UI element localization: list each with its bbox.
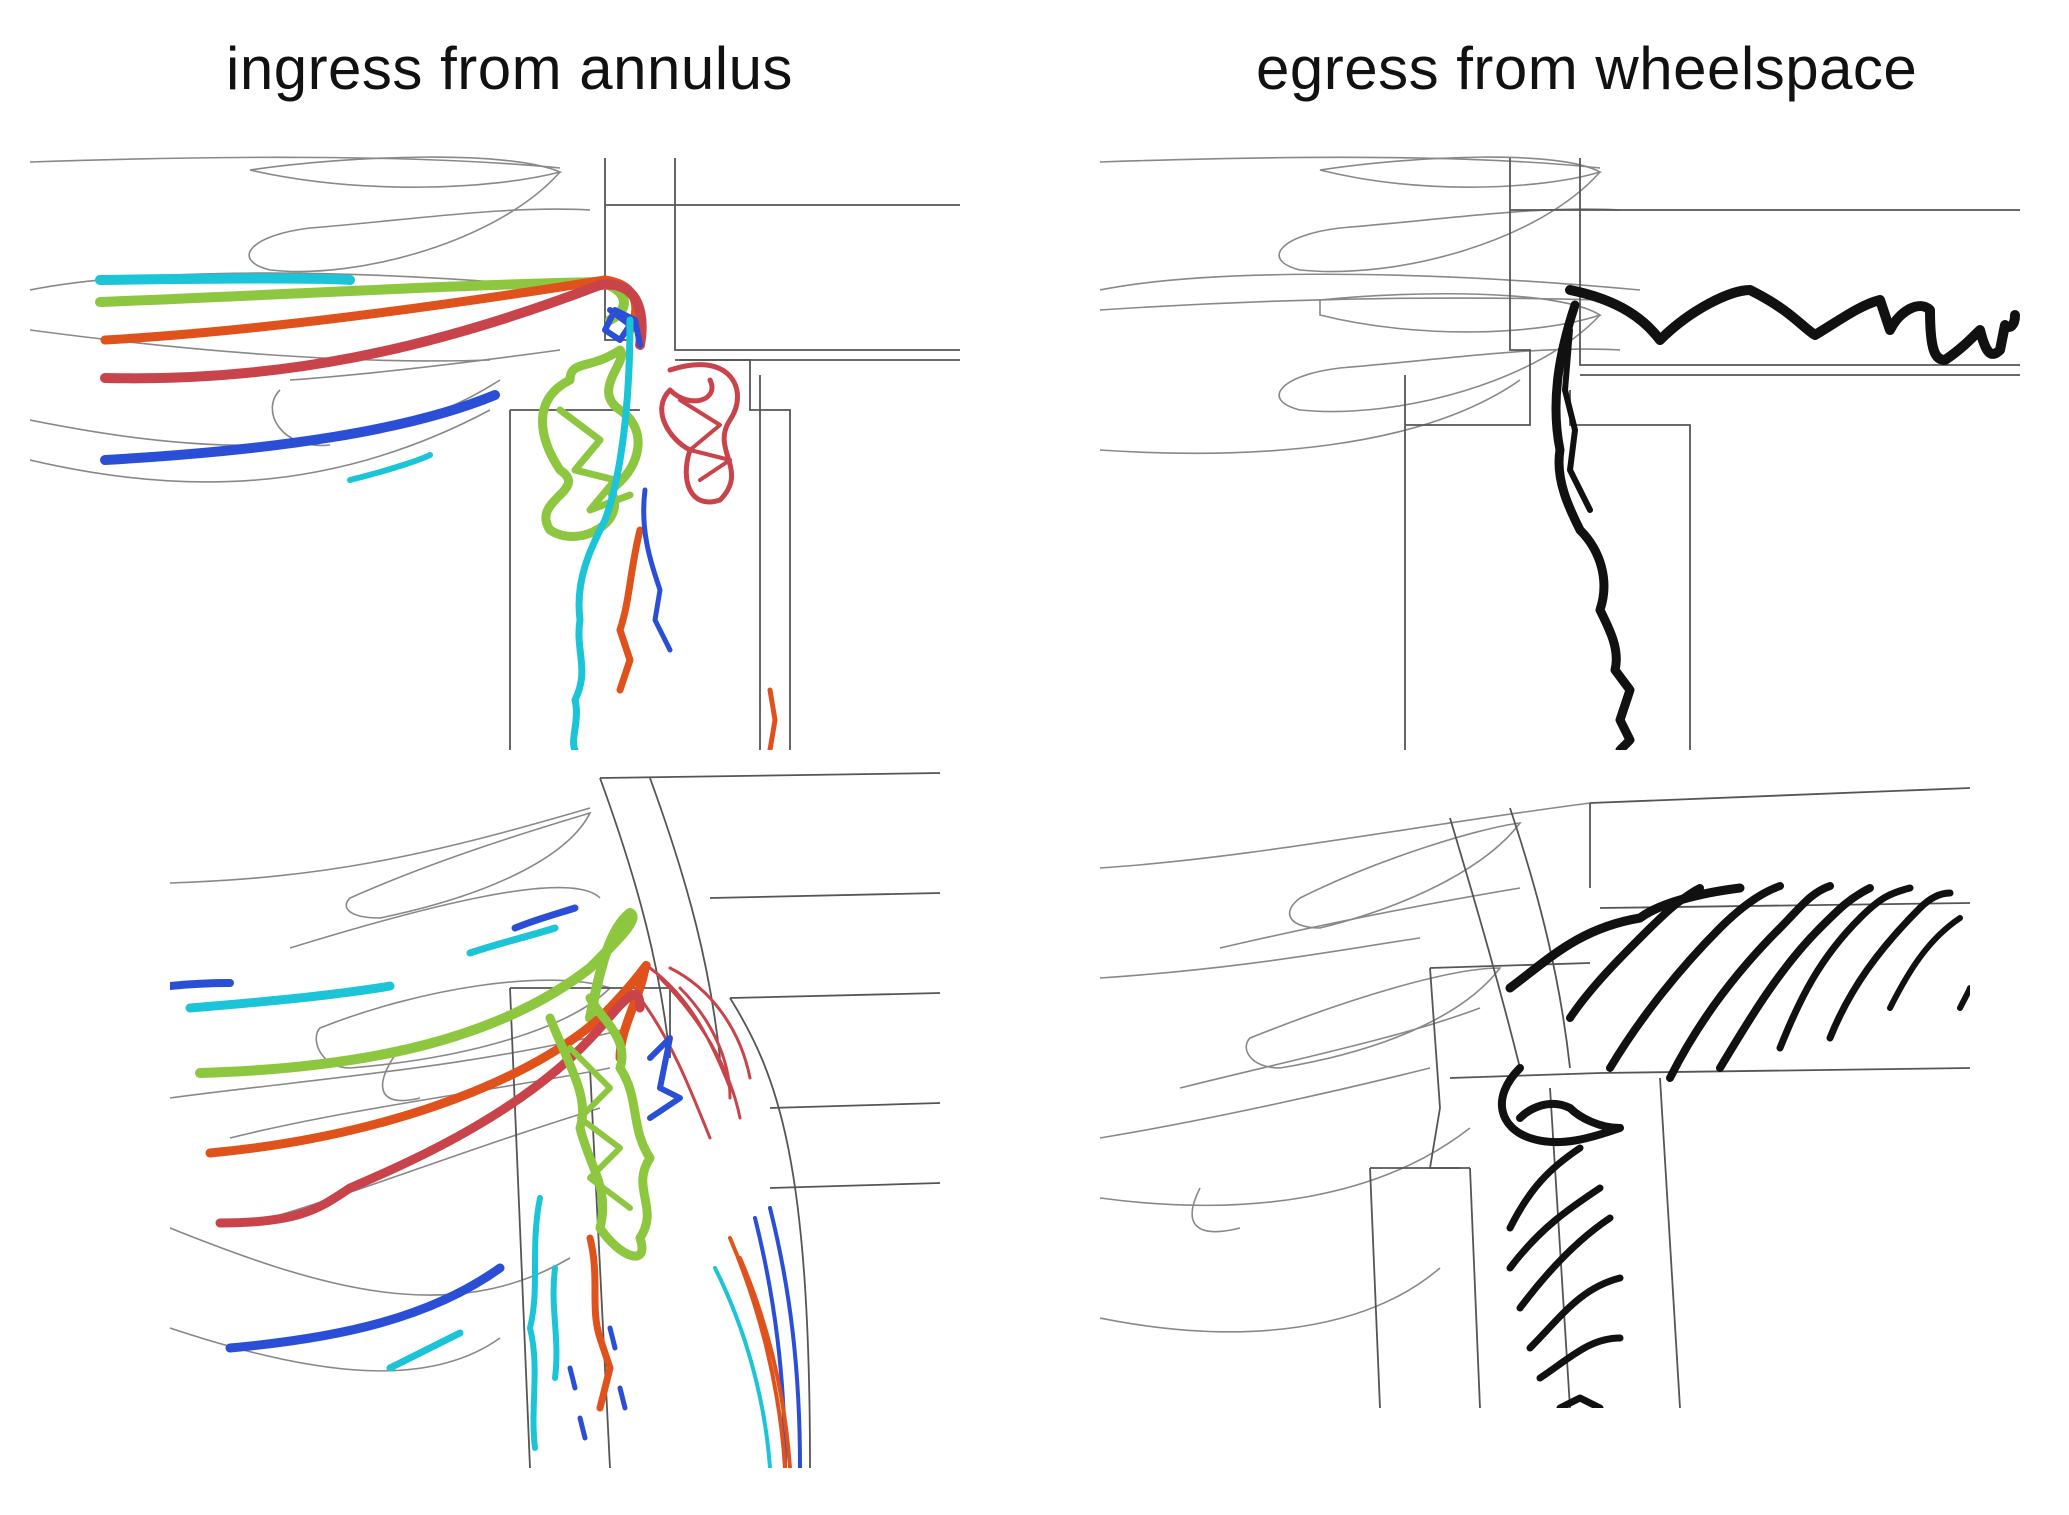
cyan-streamline-upper [185, 981, 395, 1013]
red-tangle-inner [678, 398, 732, 482]
ingress-streamlines [95, 273, 778, 750]
cyan-streamline-short [347, 452, 433, 483]
green-tangle-inner [556, 406, 634, 514]
orange-right-fan [728, 1236, 792, 1468]
ingress-streamlines [170, 904, 802, 1468]
cyan-streamline-lower [386, 1329, 464, 1372]
green-tangle-inner [567, 1045, 633, 1211]
egress-streamlines [1498, 882, 1970, 1408]
column-title-egress: egress from wheelspace [1256, 35, 1918, 102]
red-fan-traces [638, 966, 752, 1140]
cyan-descending-trace [570, 316, 634, 750]
blue-right-fan [753, 1206, 802, 1468]
red-tangle-cavity [659, 362, 740, 505]
cyan-streamline-tip [466, 924, 559, 957]
red-streamline [215, 989, 645, 1228]
black-loop-trace [1498, 1064, 1624, 1147]
cyan-right-fan [713, 1266, 772, 1468]
green-streamline [95, 277, 629, 325]
black-swirl-trace-2 [1566, 884, 1704, 1022]
disc-cavity-geometry [509, 158, 960, 750]
disc-cavity-geometry [1369, 787, 1970, 1408]
panel-ingress-3d-view [170, 772, 940, 1468]
black-wavy-trace-upper [1565, 285, 2020, 365]
black-swirl-trace-7 [1826, 889, 1954, 1042]
panel-egress-3d-view [1100, 787, 1970, 1408]
blue-streamline-tip [511, 904, 579, 932]
black-swirl-trace-4 [1666, 882, 1834, 1082]
panel-egress-2d-view [1100, 156, 2020, 750]
green-tangle-cavity [545, 993, 655, 1261]
black-swirl-trace-1 [1505, 883, 1745, 993]
black-swirl-trace-3 [1606, 882, 1784, 1072]
cyan-streamline-upper [95, 273, 355, 285]
black-descending-traces [1506, 1144, 1624, 1408]
orange-edge-trace [767, 687, 778, 750]
orange-descending-trace [616, 526, 644, 694]
disc-cavity-geometry [509, 772, 940, 1468]
blue-tangle [647, 1035, 683, 1121]
orange-descending-trace [586, 1234, 614, 1412]
blue-descending-trace [641, 487, 673, 653]
egress-streamlines [1551, 285, 2020, 750]
green-streamline [195, 908, 638, 1078]
blue-streamline-lower [225, 1263, 505, 1353]
black-swirl-trace-6 [1776, 884, 1914, 1052]
blue-streamline-upper [170, 979, 234, 990]
blade-wireframe [170, 807, 631, 1372]
cyan-descending-trace [527, 1195, 560, 1451]
red-streamline [100, 279, 647, 384]
disc-cavity-geometry [1404, 158, 2020, 750]
blue-descending-dashes [567, 1325, 628, 1441]
panel-ingress-2d-view [30, 156, 960, 750]
blue-streamline-lower [100, 390, 500, 465]
blade-wireframe [1100, 156, 1641, 455]
black-descending-branch [1562, 327, 1593, 513]
black-swirl-trace-9 [1957, 985, 1970, 1011]
black-swirl-trace-5 [1716, 884, 1874, 1072]
column-title-ingress: ingress from annulus [226, 35, 793, 102]
black-swirl-trace-8 [1887, 915, 1963, 1011]
black-descending-trace [1551, 300, 1635, 750]
